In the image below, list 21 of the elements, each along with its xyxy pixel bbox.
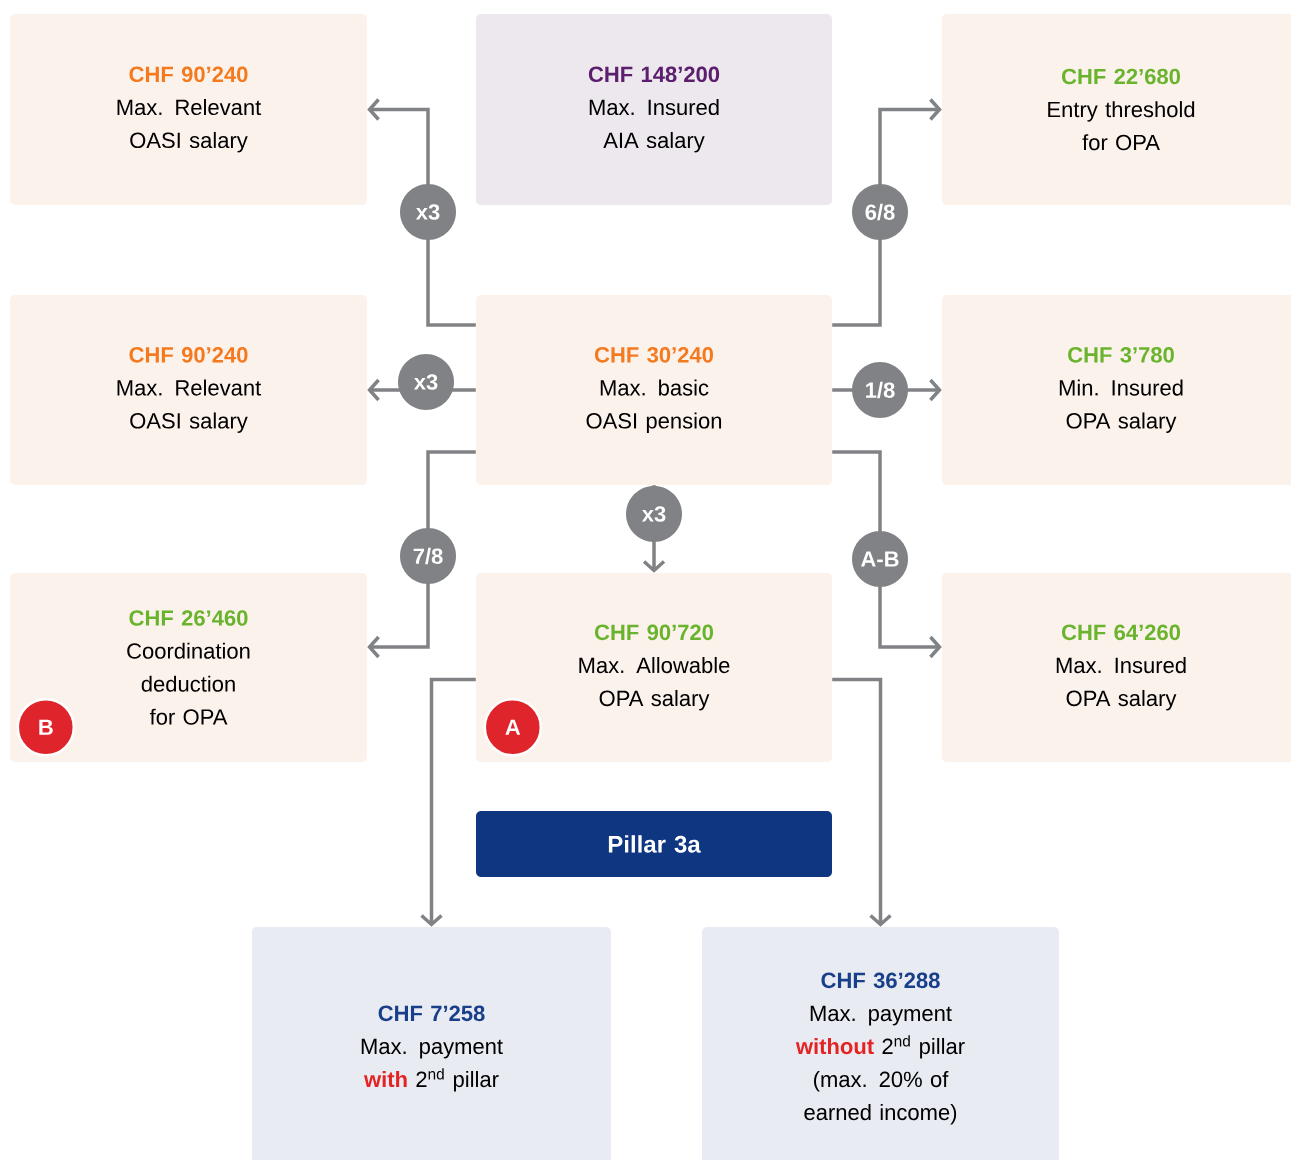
edge-label: A-B <box>852 531 908 587</box>
edge-label: 7/8 <box>400 528 456 584</box>
letter-badge: B <box>16 697 76 757</box>
value-box: CHF 22’680 Entry threshold for OPA <box>942 14 1291 205</box>
value-box: CHF 3’780 Min. Insured OPA salary <box>942 295 1291 485</box>
arrow <box>832 677 892 927</box>
edge-label: 6/8 <box>852 184 908 240</box>
edge-label: 1/8 <box>852 362 908 418</box>
pillar-banner: Pillar 3a <box>476 811 832 877</box>
value-box: CHF 90’240 Max. Relevant OASI salary <box>10 295 367 485</box>
value-box: CHF 90’240 Max. Relevant OASI salary <box>10 14 367 205</box>
value-box: CHF 36’288 Max. payment without 2$^{nd}$ pillar (max. 20% of earned income) <box>702 927 1059 1160</box>
arrow <box>420 677 476 927</box>
edge-label: x3 <box>626 486 682 542</box>
value-box: CHF 7’258 Max. payment with 2$^{nd}$ pillar <box>252 927 611 1160</box>
edge-label: x3 <box>400 184 456 240</box>
value-box: CHF 64’260 Max. Insured OPA salary <box>942 573 1291 762</box>
value-box: CHF 30’240 Max. basic OASI pension <box>476 295 832 485</box>
value-box: CHF 148’200 Max. Insured AIA salary <box>476 14 832 205</box>
letter-badge: A <box>483 697 543 757</box>
edge-label: x3 <box>398 354 454 410</box>
